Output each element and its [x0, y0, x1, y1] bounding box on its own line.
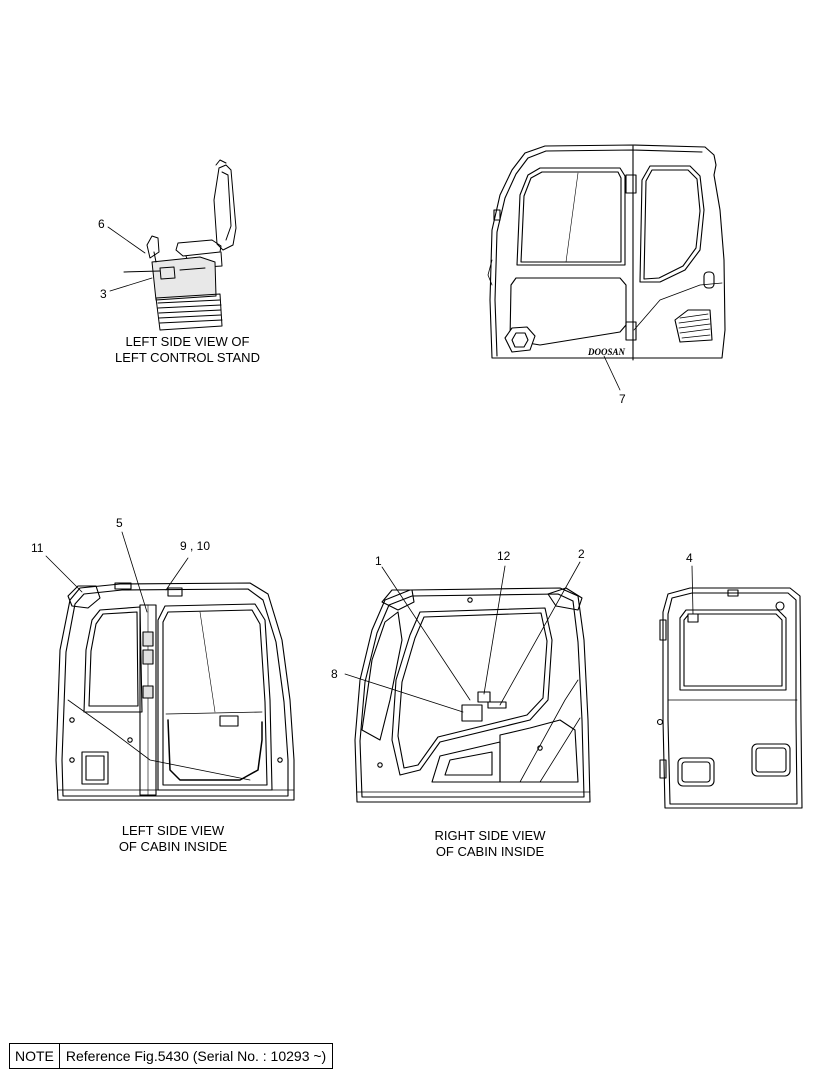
callout-1: 1 [375, 554, 382, 568]
cabin-left-inside-drawing [55, 582, 295, 801]
callout-4: 4 [686, 551, 693, 565]
caption-control-stand-line2: LEFT CONTROL STAND [115, 350, 260, 365]
cabin-rear-drawing [656, 587, 803, 809]
cabin-exterior-drawing [487, 144, 726, 361]
caption-cabin-left-line1: LEFT SIDE VIEW [121, 823, 225, 838]
note-text: Reference Fig.5430 (Serial No. : 10293 ~… [65, 1048, 327, 1064]
caption-cabin-left: LEFT SIDE VIEW OF CABIN INSIDE [88, 823, 258, 855]
cabin-right-inside-drawing [354, 587, 591, 803]
callout-6: 6 [98, 217, 105, 231]
brand-logo: DOOSAN [587, 347, 626, 357]
callout-8: 8 [331, 667, 338, 681]
caption-control-stand-line1: LEFT SIDE VIEW OF [125, 334, 250, 349]
caption-cabin-right-line1: RIGHT SIDE VIEW [434, 828, 546, 843]
caption-cabin-right-line2: OF CABIN INSIDE [435, 844, 545, 859]
note-box: NOTE Reference Fig.5430 (Serial No. : 10… [9, 1043, 334, 1069]
callout-5: 5 [116, 516, 123, 530]
seat-control-stand-drawing [123, 159, 237, 331]
note-label: NOTE [10, 1044, 60, 1068]
caption-control-stand: LEFT SIDE VIEW OF LEFT CONTROL STAND [100, 334, 275, 366]
callout-9-10: 9 , 10 [180, 539, 210, 553]
callout-3: 3 [100, 287, 107, 301]
callout-12: 12 [497, 549, 511, 563]
callout-11: 11 [31, 541, 44, 555]
callout-7: 7 [619, 392, 626, 406]
callout-2: 2 [578, 547, 585, 561]
caption-cabin-right: RIGHT SIDE VIEW OF CABIN INSIDE [405, 828, 575, 860]
caption-cabin-left-line2: OF CABIN INSIDE [118, 839, 228, 854]
